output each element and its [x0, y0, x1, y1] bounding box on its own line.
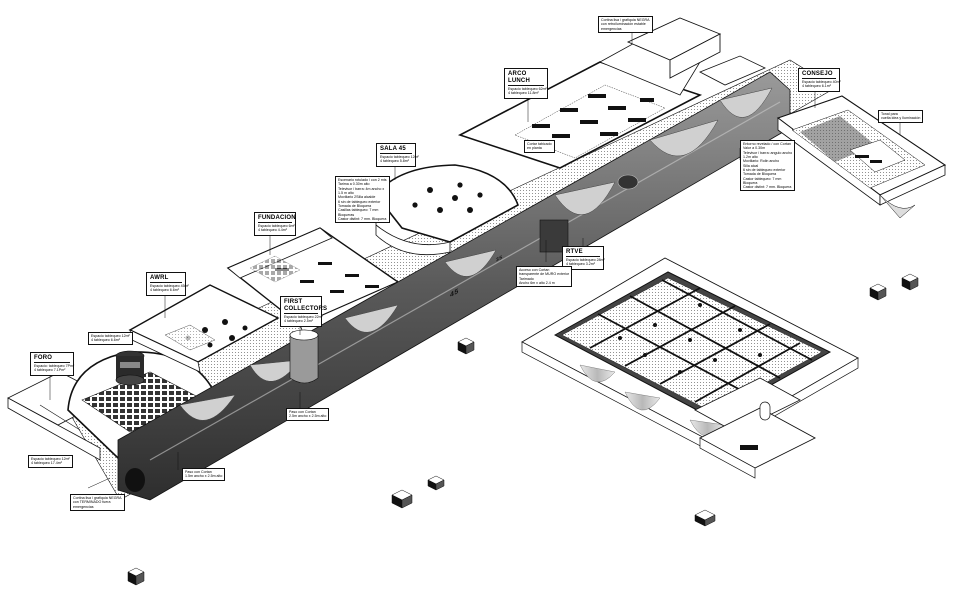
- callout-foro: FORO Espacio: tablequeo 7Pm² 4 tablequeo…: [30, 352, 75, 377]
- note-line: 6 sin de tablequeo exterior: [743, 167, 786, 172]
- callout-line: Espacio tablequeo 40m²: [802, 79, 841, 84]
- note-line: vuelta idea y Iluminación: [881, 116, 921, 121]
- note-line: Televisor / barra: angulo ancho: [743, 150, 793, 155]
- note-line: Cortina lisa / grafiquia NEGRA: [73, 496, 122, 500]
- note-line: 1.5 m alto: [338, 190, 354, 195]
- note-line: emergencias: [601, 26, 622, 31]
- note-bottom-sign: Cortina lisa / grafiquia NEGRA con TERMI…: [70, 494, 125, 511]
- note-consejo: Tonal para vuelta idea y Iluminación: [878, 110, 924, 123]
- note-line: Castor tablequeo: 7 mm: [743, 176, 782, 181]
- note-lower-passage: Paso con Cortan 2.5m ancho x 2.5m alto: [286, 408, 330, 421]
- callout-line: 4 tablequeo 5.8m²: [380, 159, 409, 164]
- note-line: Moviliario: Rolin ancho: [743, 159, 780, 164]
- awrl-room: [128, 284, 280, 373]
- note-line: Moviliario 2Silla alcalde: [338, 195, 376, 200]
- isometric-cubes: [127, 273, 919, 586]
- note-line: Valor a 0.30m: [743, 146, 766, 151]
- note-top-sign: Cortina lisa / grafiquia NEGRA con retro…: [598, 16, 653, 33]
- note-line: Cortar tabicado: [527, 142, 552, 146]
- note-line: 1.5m ancho x 2.5m alto: [185, 474, 223, 479]
- note-rtve-access: Acceso con Cortan transparente de MURO e…: [516, 266, 573, 288]
- note-line: Tonal para: [881, 112, 898, 116]
- note-line: 2.5m ancho x 2.5m alto: [289, 414, 327, 419]
- note-line: Ancho 6m x alto 2.4 m: [519, 280, 555, 285]
- callout-title: FORO: [34, 355, 70, 363]
- note-line: transparente de MURO exterior: [519, 272, 570, 277]
- note-line: en planta: [527, 146, 542, 151]
- callout-line: Espacio tablequeo 45m²: [150, 283, 189, 288]
- callout-line: 4 tablequeo 4.4m²: [258, 228, 287, 233]
- note-foro-wall: Espacio tablequeo 12m² 4 tablequeo 17.4m…: [28, 455, 73, 468]
- note-line: 4 tablequeo 17.4m²: [31, 461, 62, 466]
- callout-line: 4 tablequeo 7.1Pm²: [34, 368, 66, 373]
- callout-fundacion: FUNDACION Espacio tablequeo 6m² 4 tableq…: [254, 212, 296, 237]
- upper-annex: [626, 17, 766, 86]
- note-line: Entorno revelado / con Cortan: [743, 142, 791, 146]
- callout-line: 4 tablequeo 6.1m²: [802, 84, 831, 89]
- sala45-room: [374, 164, 519, 256]
- note-arco: Cortar tabicado en planta: [524, 140, 555, 153]
- note-consejo-spec: Entorno revelado / con Cortan Valor a 0.…: [740, 140, 796, 192]
- callout-line: Espacio: tablequeo 7Pm²: [34, 363, 75, 368]
- note-awrl-tag: Espacio tablequeo 12m² 4 tablequeo 6.6m²: [88, 332, 133, 345]
- callout-line: Espacio tablequeo 6m²: [258, 223, 295, 228]
- note-line: Acceso con Cortan: [519, 268, 550, 272]
- note-line: Escenario rotulado / con 2 mts: [338, 178, 387, 182]
- callout-line: Espacio tablequeo 62m²: [508, 86, 547, 91]
- note-line: Castor distint: 7 mm. Bloquera: [743, 185, 792, 190]
- fabric-tube: [117, 71, 791, 501]
- callout-title: SALA 45: [380, 146, 412, 154]
- lower-right-block: [521, 257, 859, 479]
- callout-line: 4 tablequeo 2.5m²: [284, 318, 313, 323]
- note-line: Casillas tablequeo: 7 mm: [338, 208, 379, 213]
- note-line: Tomada de Bloquera: [338, 203, 372, 208]
- callout-line: 4 tablequeo 11.8m²: [508, 90, 539, 95]
- callout-line: Espacio tablequeo 22m²: [284, 314, 323, 319]
- note-line: Bloquera: [743, 180, 758, 185]
- callout-title: FUNDACION: [258, 215, 296, 223]
- main-building: [7, 17, 836, 501]
- note-line: 6 sin de tablequeo exterior: [338, 199, 381, 204]
- note-line: Espacio tablequeo 12m²: [91, 334, 130, 338]
- note-line: Paso con Cortan: [185, 470, 212, 474]
- note-line: Televisor / barra: 4m ancho x: [338, 186, 385, 191]
- note-line: Tarimado: [519, 276, 534, 281]
- note-line: 1.2m alto: [743, 154, 758, 159]
- note-line: Paso con Cortan: [289, 410, 316, 414]
- callout-title: CONSEJO: [802, 71, 836, 79]
- note-line: Castor distint: 7 mm. Bloquera: [338, 216, 387, 221]
- callout-first-collectors: FIRST COLLECTORS Espacio tablequeo 22m² …: [280, 296, 328, 328]
- note-line: 4 tablequeo 6.6m²: [91, 338, 120, 343]
- callout-line: Espacio tablequeo 28m²: [566, 257, 605, 262]
- callout-title: AWRL: [150, 275, 182, 283]
- note-line: Tomada de Bloquera: [743, 172, 777, 177]
- note-line: Tarima a 0.30m alto: [338, 182, 370, 187]
- consejo-room: [776, 95, 947, 219]
- callout-line: Espacio tablequeo 12m²: [380, 154, 419, 159]
- note-line: con TERMINADO fuera: [73, 500, 111, 505]
- callout-title: FIRST COLLECTORS: [284, 299, 328, 314]
- callout-awrl: AWRL Espacio tablequeo 45m² 4 tablequeo …: [146, 272, 189, 297]
- foro-room: [7, 350, 214, 461]
- note-line: emergencias: [73, 504, 94, 509]
- callout-line: 4 tablequeo 3.2m²: [566, 262, 595, 267]
- callout-sala45: SALA 45 Espacio tablequeo 12m² 4 tablequ…: [376, 143, 419, 168]
- callout-line: 4 tablequeo 6.6m²: [150, 288, 179, 293]
- note-line: Silla alcal: [743, 163, 759, 168]
- callout-arco-lunch: ARCO LUNCH Espacio tablequeo 62m² 4 tabl…: [504, 68, 548, 100]
- note-line: con retroiluminación estable: [601, 22, 646, 27]
- note-line: Bloqueras: [338, 212, 355, 217]
- callout-consejo: CONSEJO Espacio tablequeo 40m² 4 tablequ…: [798, 68, 841, 93]
- note-line: Cortina lisa / grafiquia NEGRA: [601, 18, 650, 22]
- callout-title: RTVE: [566, 249, 600, 257]
- callout-title: ARCO LUNCH: [508, 71, 544, 86]
- note-line: Espacio tablequeo 12m²: [31, 457, 70, 461]
- note-mid-passage: Paso con Cortan 1.5m ancho x 2.5m alto: [182, 468, 226, 481]
- note-fundacion-spec: Escenario rotulado / con 2 mts Tarima a …: [335, 176, 390, 224]
